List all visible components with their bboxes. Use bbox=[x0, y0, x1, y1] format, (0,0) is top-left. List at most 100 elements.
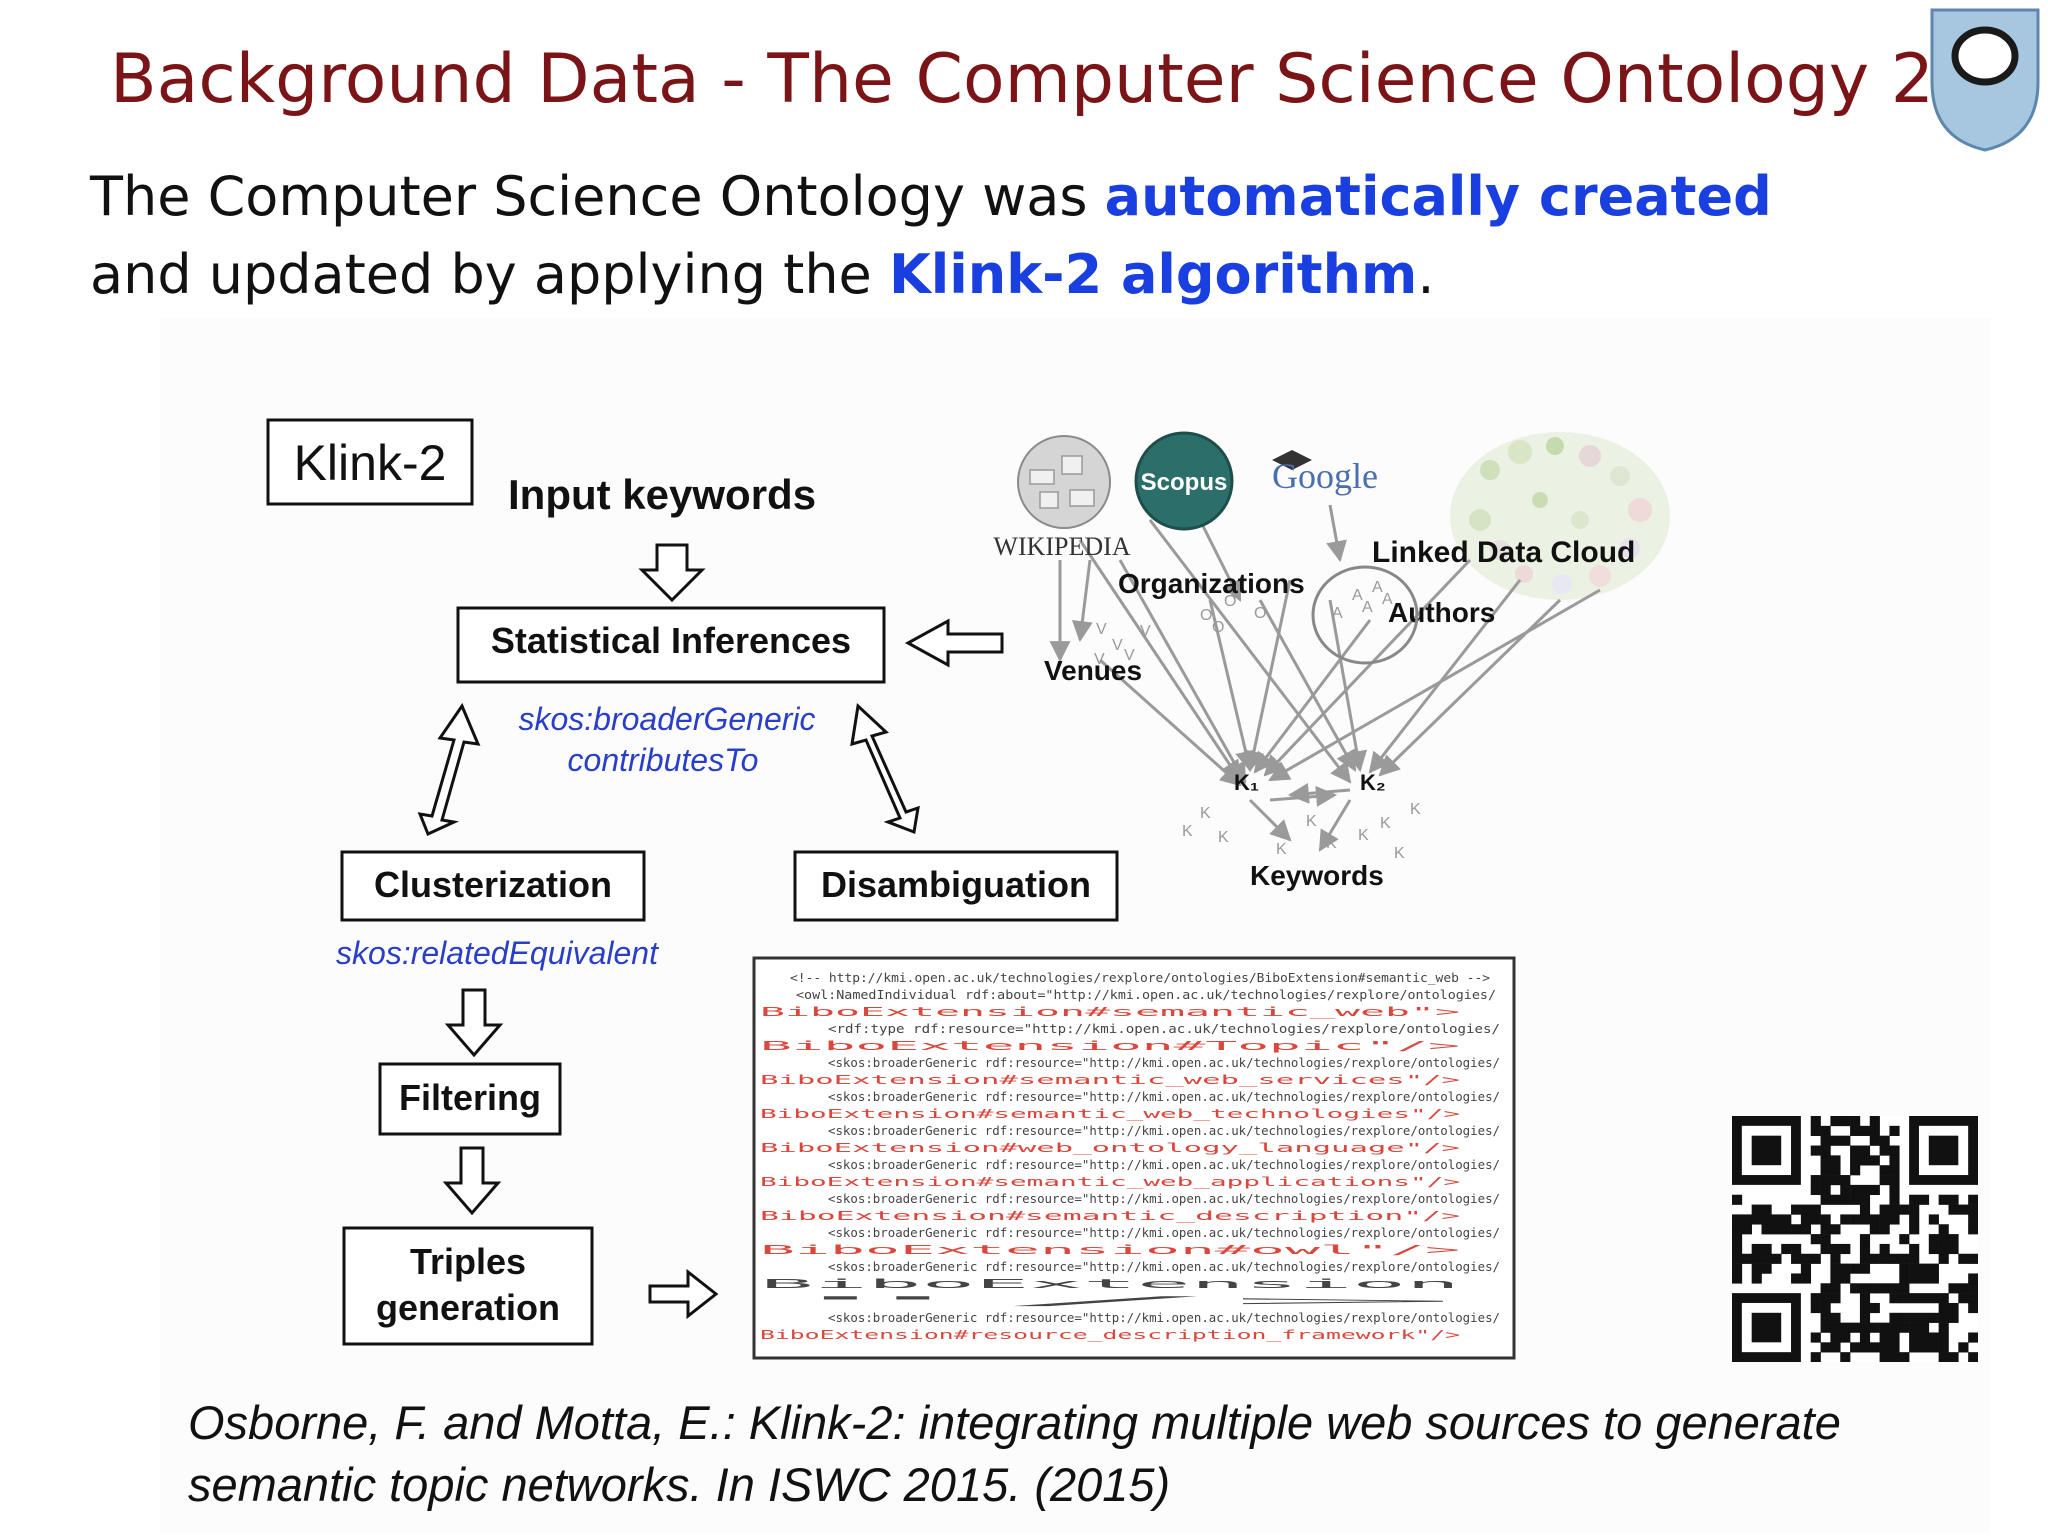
disambiguation-label: Disambiguation bbox=[821, 864, 1091, 905]
intro-part2: and updated by applying the bbox=[90, 243, 889, 306]
svg-text:A: A bbox=[1362, 599, 1373, 616]
code-line: <skos:broaderGeneric rdf:resource="http:… bbox=[828, 1124, 1500, 1138]
svg-text:V: V bbox=[1094, 651, 1105, 668]
code-line: <skos:broaderGeneric rdf:resource="http:… bbox=[828, 1158, 1500, 1172]
arrow-sources-to-statistical bbox=[904, 618, 1004, 668]
slide-title: Background Data - The Computer Science O… bbox=[110, 40, 1935, 119]
statistical-inferences-label: Statistical Inferences bbox=[491, 620, 851, 661]
relation-related-equivalent: skos:relatedEquivalent bbox=[336, 935, 659, 971]
linked-data-cloud-label: Linked Data Cloud bbox=[1372, 536, 1635, 569]
klink-label-box bbox=[266, 418, 474, 506]
network-edges bbox=[1049, 504, 1601, 852]
input-keywords-label: Input keywords bbox=[508, 471, 816, 518]
code-line: BiboExtension#owl"/> bbox=[760, 1243, 1460, 1257]
code-line: <skos:broaderGeneric rdf:resource="http:… bbox=[828, 1056, 1500, 1070]
university-logo bbox=[1930, 8, 2040, 152]
arrow-to-triples bbox=[442, 1146, 502, 1216]
wikipedia-globe-icon bbox=[1017, 435, 1111, 529]
svg-text:A: A bbox=[1352, 587, 1363, 604]
svg-text:K: K bbox=[1306, 813, 1317, 830]
code-line: BiboExtension#web_ontology_language"/> bbox=[760, 1141, 1460, 1155]
svg-text:K: K bbox=[1394, 845, 1405, 862]
code-line: BiboExtension#resource_description_frame… bbox=[760, 1328, 1460, 1342]
code-line: <owl:NamedIndividual rdf:about="http://k… bbox=[796, 988, 1496, 1002]
k1-label: K₁ bbox=[1234, 770, 1259, 795]
svg-text:O: O bbox=[1254, 605, 1266, 622]
code-line: BiboExtension#semantic_description"/> bbox=[760, 1209, 1460, 1223]
filtering-box bbox=[378, 1062, 562, 1136]
scopus-icon bbox=[1134, 431, 1234, 531]
wikipedia-label: WIKIPEDIA bbox=[993, 532, 1130, 561]
code-lines: <!-- http://kmi.open.ac.uk/technologies/… bbox=[760, 971, 1500, 1342]
svg-text:K: K bbox=[1380, 815, 1391, 832]
svg-text:V: V bbox=[1096, 621, 1107, 638]
authors-cluster bbox=[1311, 565, 1419, 665]
clusterization-label: Clusterization bbox=[374, 864, 612, 905]
code-line: BiboExtension#semantic_web_services"/> bbox=[760, 1073, 1460, 1087]
linked-data-cloud-image bbox=[1450, 432, 1670, 600]
k2-label: K₂ bbox=[1360, 770, 1386, 795]
code-line: <!-- http://kmi.open.ac.uk/technologies/… bbox=[790, 971, 1490, 985]
filtering-label: Filtering bbox=[399, 1077, 541, 1118]
disambiguation-box bbox=[793, 850, 1119, 922]
double-arrow-clusterization bbox=[417, 702, 481, 837]
code-line: <skos:broaderGeneric rdf:resource="http:… bbox=[828, 1090, 1500, 1104]
svg-text:V: V bbox=[1112, 637, 1123, 654]
svg-text:K: K bbox=[1410, 801, 1421, 818]
intro-highlight-klink: Klink-2 algorithm bbox=[888, 243, 1418, 306]
svg-text:O: O bbox=[1200, 607, 1212, 624]
code-output-panel bbox=[752, 956, 1516, 1360]
code-line: "/> bbox=[760, 1294, 1460, 1308]
google-label: Google bbox=[1272, 456, 1378, 496]
arrow-to-code bbox=[648, 1268, 719, 1320]
double-arrow-disambiguation bbox=[850, 702, 920, 835]
intro-part1: The Computer Science Ontology was bbox=[90, 165, 1105, 228]
authors-label: Authors bbox=[1388, 597, 1495, 628]
intro-text: The Computer Science Ontology was automa… bbox=[90, 158, 1850, 314]
svg-text:A: A bbox=[1382, 591, 1393, 608]
arrow-input-to-statistical bbox=[638, 543, 706, 603]
intro-highlight-automatic: automatically created bbox=[1104, 165, 1772, 228]
code-line: BiboExtension#semantic_web"> bbox=[760, 1005, 1460, 1019]
svg-text:K: K bbox=[1200, 805, 1211, 822]
code-line: BiboExtension#semantic_web_technologies"… bbox=[760, 1107, 1460, 1121]
code-line: BiboExtension#Topic"/> bbox=[760, 1039, 1460, 1053]
scholar-cap-icon bbox=[1272, 450, 1312, 470]
svg-text:A: A bbox=[1372, 579, 1383, 596]
svg-text:K: K bbox=[1182, 823, 1193, 840]
svg-text:O: O bbox=[1224, 593, 1236, 610]
relation-broader-generic: skos:broaderGeneric bbox=[518, 701, 815, 737]
klink-diagram: Klink-2 Input keywords Statistical Infer… bbox=[266, 418, 1670, 1360]
code-line: BiboExtension#semantic_web_applications"… bbox=[760, 1175, 1460, 1189]
arrow-to-filtering bbox=[444, 988, 504, 1058]
code-line: <rdf:type rdf:resource="http://kmi.open.… bbox=[828, 1022, 1500, 1036]
intro-part3: . bbox=[1417, 243, 1435, 306]
svg-text:K: K bbox=[1276, 841, 1287, 858]
organizations-label: Organizations bbox=[1118, 568, 1305, 599]
code-line: <skos:broaderGeneric rdf:resource="http:… bbox=[828, 1192, 1500, 1206]
svg-text:V: V bbox=[1124, 647, 1135, 664]
clusterization-box bbox=[340, 850, 646, 922]
triples-label-line2: generation bbox=[376, 1287, 560, 1328]
svg-text:K: K bbox=[1358, 827, 1369, 844]
code-line: <skos:broaderGeneric rdf:resource="http:… bbox=[828, 1311, 1500, 1325]
triples-generation-box bbox=[342, 1226, 594, 1346]
statistical-inferences-box bbox=[456, 606, 886, 684]
svg-text:K: K bbox=[1326, 835, 1337, 852]
qr-code bbox=[1732, 1116, 1978, 1362]
venues-label: Venues bbox=[1044, 655, 1142, 686]
svg-text:V: V bbox=[1140, 623, 1151, 640]
code-line: BiboExtension bbox=[760, 1277, 1460, 1291]
keywords-label: Keywords bbox=[1250, 860, 1384, 891]
code-line: <skos:broaderGeneric rdf:resource="http:… bbox=[828, 1226, 1500, 1240]
scopus-label: Scopus bbox=[1141, 469, 1228, 496]
relation-contributes-to: contributesTo bbox=[568, 742, 759, 778]
svg-text:O: O bbox=[1212, 619, 1224, 636]
svg-text:K: K bbox=[1218, 829, 1229, 846]
code-line: <skos:broaderGeneric rdf:resource="http:… bbox=[828, 1260, 1500, 1274]
triples-label-line1: Triples bbox=[410, 1241, 526, 1282]
klink-label: Klink-2 bbox=[294, 435, 447, 491]
citation: Osborne, F. and Motta, E.: Klink-2: inte… bbox=[188, 1396, 1841, 1511]
svg-text:A: A bbox=[1332, 605, 1343, 622]
